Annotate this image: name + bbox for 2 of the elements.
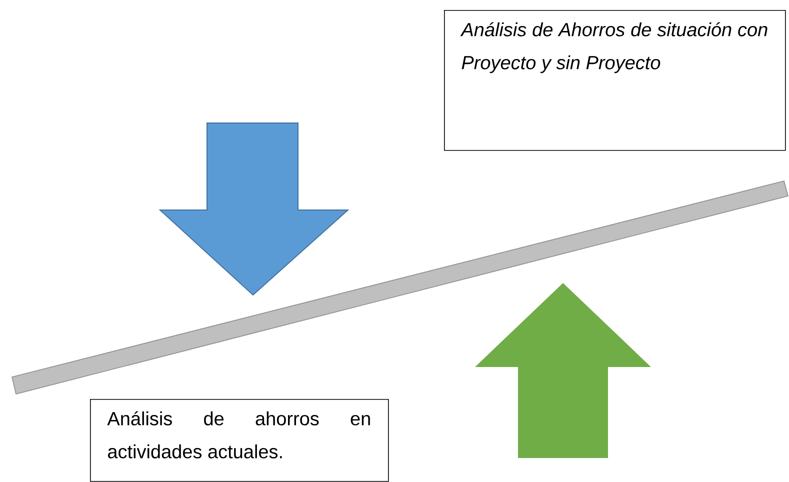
text-box: Análisis de ahorros en actividades actuales.: [90, 399, 389, 482]
text-box: Análisis de Ahorros de situación con Proyecto y sin Proyecto: [444, 10, 786, 151]
